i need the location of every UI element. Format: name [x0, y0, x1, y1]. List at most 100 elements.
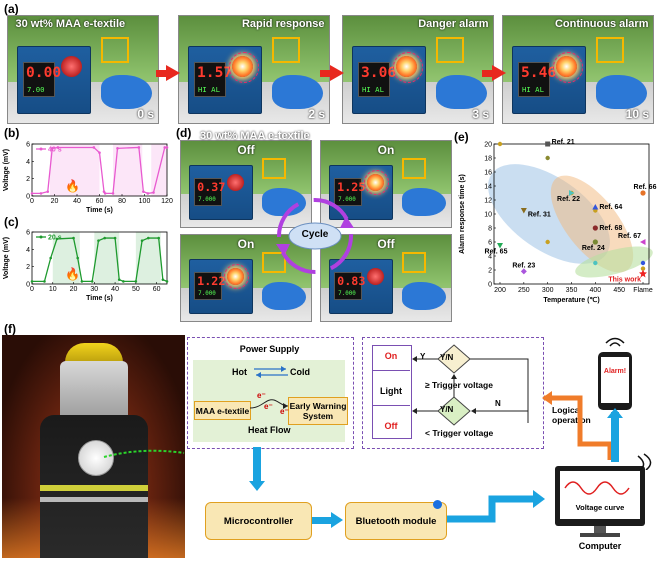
x-tick-label: 300: [542, 287, 554, 294]
data-point: [30, 192, 34, 195]
data-point: [72, 236, 75, 240]
alarm-text: Alarm!: [603, 368, 627, 375]
frame-title: Continuous alarm: [554, 18, 649, 30]
logical-operation-label: Logical operation: [552, 405, 591, 425]
data-point: [147, 236, 150, 240]
flame-icon: 🔥: [65, 179, 80, 193]
data-point: [163, 146, 167, 149]
panel-d-label: (d): [176, 126, 192, 140]
x-tick-label: 250: [518, 287, 530, 294]
y-tick-label: 14: [484, 184, 492, 191]
y-tick-label: 12: [484, 198, 492, 205]
n-label: N: [495, 399, 501, 408]
data-point: [545, 141, 551, 147]
x-axis-label: Temperature (℃): [543, 296, 599, 304]
on-state: On: [384, 351, 398, 361]
y-axis-label: Alarm response time (s): [459, 174, 466, 254]
electron-flow: [249, 399, 289, 409]
glove: [101, 74, 152, 110]
firefighter-photo: [2, 335, 185, 558]
highlight-band: [113, 144, 143, 196]
data-point: [39, 192, 43, 195]
data-point: [165, 146, 169, 149]
glove: [272, 74, 323, 110]
y-tick-label: 6: [26, 230, 30, 237]
yn-bottom: Y/N: [440, 405, 454, 414]
highlight-region-green: [575, 246, 653, 278]
heat-flow-label: Heat Flow: [248, 425, 291, 435]
glove: [401, 282, 446, 310]
y-axis-label: Voltage (mV): [3, 149, 10, 191]
maa-etextile-box: MAA e-textile: [194, 401, 251, 420]
point-label: Ref. 31: [528, 212, 551, 219]
yn-top: Y/N: [440, 353, 454, 362]
voltage-display: 1.25: [337, 179, 366, 194]
early-warning-box: Early Warning System: [288, 397, 348, 425]
sequence-arrow-head: [492, 65, 506, 81]
cycle-label: Cycle: [301, 229, 329, 240]
data-point: [157, 236, 160, 240]
data-point: [43, 280, 46, 283]
sequence-arrow: [482, 70, 494, 77]
setpoint-display: HI AL: [198, 84, 220, 94]
data-point: [593, 260, 598, 266]
sequence-arrow: [156, 70, 168, 77]
flame-icon: 🔥: [65, 267, 80, 281]
frame-time: 0 s: [137, 107, 154, 121]
voltage-display: 3.06: [361, 63, 397, 81]
light-label: Light: [380, 386, 402, 396]
wifi-icon-phone: [605, 337, 625, 347]
data-point: [165, 280, 169, 283]
highlight-band: [52, 232, 80, 284]
point-label: Ref. 66: [634, 184, 657, 191]
x-tick-label: 20: [51, 198, 59, 205]
power-supply-box: [187, 337, 354, 449]
y-label: Y: [420, 352, 426, 361]
data-point: [520, 268, 527, 275]
bluetooth-icon: [433, 500, 442, 509]
electron-2: e⁻: [264, 402, 273, 411]
data-point: [592, 204, 599, 210]
voltage-display: 0.37: [197, 179, 226, 194]
y-tick-label: 8: [488, 226, 492, 233]
data-point: [640, 266, 646, 271]
data-point: [640, 190, 646, 196]
data-point: [46, 190, 50, 193]
frame-time: 2 s: [308, 107, 325, 121]
data-point: [97, 239, 100, 242]
legend-marker: [39, 235, 43, 239]
point-label: Ref. 21: [552, 139, 575, 146]
glove: [401, 188, 446, 216]
logic-box: [362, 337, 544, 449]
point-label: Ref. 68: [599, 225, 622, 232]
data-point: [55, 237, 59, 241]
data-point: [569, 190, 575, 196]
data-point: [92, 146, 96, 149]
hot-label: Hot: [232, 367, 247, 377]
data-point: [142, 190, 145, 193]
maa-textile-patch: [78, 440, 114, 476]
data-point: [152, 191, 155, 194]
sequence-arrow: [320, 70, 332, 77]
sample-highlight-box: [101, 37, 129, 63]
highlight-region-orange: [550, 175, 634, 273]
phone-link-arrow: [611, 412, 619, 462]
data-point: [161, 278, 165, 281]
sample-highlight-box: [596, 37, 624, 63]
setpoint-display: 7.000: [198, 291, 216, 298]
sample-highlight-box: [401, 158, 427, 180]
y-tick-label: 2: [26, 264, 30, 271]
x-tick-label: 10: [49, 286, 57, 293]
x-tick-label: 120: [161, 198, 173, 205]
electron-3: e⁻: [280, 407, 289, 416]
y-tick-label: 4: [488, 254, 492, 261]
data-point: [122, 280, 125, 283]
microcontroller-box: Microcontroller: [205, 502, 312, 540]
